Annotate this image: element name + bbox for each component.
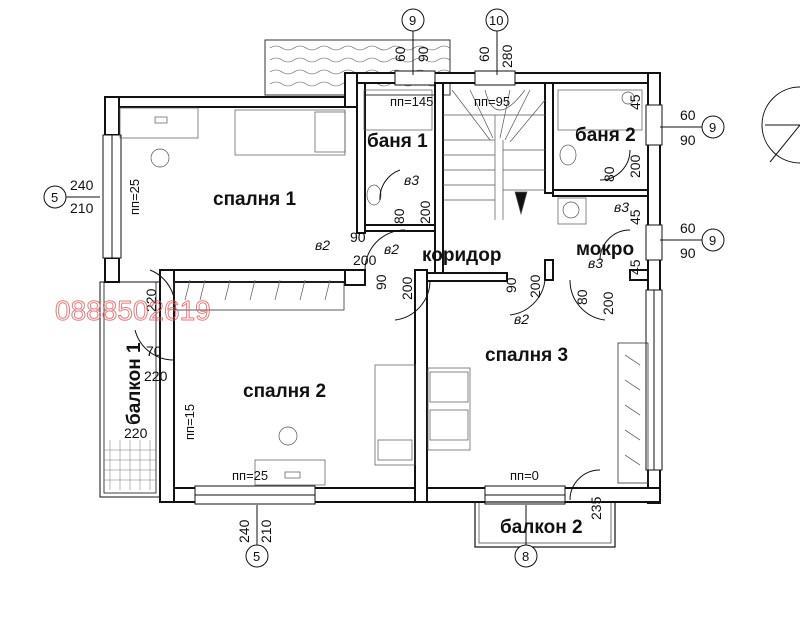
- label-bath-1: баня 1: [367, 131, 428, 152]
- level-bedroom-1: пп=25: [127, 179, 142, 215]
- dim-v2-90: 90: [350, 229, 366, 245]
- axis-markers: [43, 8, 800, 568]
- furniture: [119, 89, 643, 486]
- dim-corridor-90: 90: [503, 277, 519, 293]
- windows: [102, 70, 663, 505]
- interior-walls: [344, 82, 649, 286]
- dim-wet-45: 45: [627, 259, 643, 275]
- label-bedroom-2: спалня 2: [243, 381, 326, 402]
- dim-balcony1-220a: 220: [143, 288, 159, 312]
- dim-top-60b: 60: [476, 46, 492, 62]
- level-bath-1: пп=145: [390, 94, 433, 109]
- label-balcony-2: балкон 2: [500, 517, 583, 538]
- dim-bath2-45a: 45: [627, 94, 643, 110]
- wardrobe-hatch: [173, 279, 649, 484]
- dim-bottom-210: 210: [258, 519, 274, 543]
- axis-8: 8: [522, 549, 529, 564]
- door-swings: [134, 149, 631, 501]
- door-tag-v2-a: в2: [315, 237, 330, 253]
- level-stairs: пп=95: [474, 94, 510, 109]
- label-corridor: коридор: [422, 245, 501, 266]
- dim-wet-200: 200: [600, 291, 616, 315]
- dim-right-60a: 60: [680, 107, 696, 123]
- label-bedroom-1: спалня 1: [213, 189, 297, 210]
- dim-wet-80: 80: [574, 289, 590, 305]
- dim-top-60a: 60: [392, 46, 408, 62]
- door-tag-v3-bath2: в3: [614, 199, 629, 215]
- axis-9-top: 9: [409, 13, 416, 28]
- dim-v2-200b: 200: [399, 276, 415, 300]
- dim-v2-200a: 200: [353, 252, 377, 268]
- axis-9-right-2: 9: [709, 233, 716, 248]
- door-tag-v3-bath1: в3: [404, 172, 419, 188]
- staircase: [443, 89, 546, 220]
- dim-corridor-200: 200: [527, 274, 543, 298]
- dim-right-60b: 60: [680, 220, 696, 236]
- dim-bath2-45b: 45: [627, 209, 643, 225]
- phone-watermark: 0888502619: [55, 295, 211, 326]
- dim-bath2-200: 200: [627, 154, 643, 178]
- dim-top-90: 90: [415, 46, 431, 62]
- label-bath-2: баня 2: [575, 125, 636, 146]
- dim-left-240: 240: [70, 177, 94, 193]
- dim-balcony1-70: 70: [146, 343, 162, 359]
- label-wet-area: мокро: [576, 239, 634, 260]
- level-bedroom-2: пп=25: [232, 468, 268, 483]
- dim-right-90a: 90: [680, 132, 696, 148]
- level-bedroom-3: пп=0: [510, 468, 539, 483]
- dim-balcony1-220b: 220: [144, 368, 168, 384]
- axis-10: 10: [489, 13, 503, 28]
- dim-bath1-80: 80: [391, 208, 407, 224]
- axis-5-bottom: 5: [253, 549, 260, 564]
- door-tag-v2-b: в2: [384, 241, 399, 257]
- door-tag-v3-wet: в3: [588, 255, 603, 271]
- dim-v2-90b: 90: [373, 274, 389, 290]
- dim-bottom-240: 240: [236, 519, 252, 543]
- dim-top-280: 280: [499, 44, 515, 68]
- dim-bath2-80: 80: [601, 166, 617, 182]
- axis-9-right-1: 9: [709, 120, 716, 135]
- axis-5-left: 5: [51, 190, 58, 205]
- balcony-2-area: [474, 501, 616, 548]
- dim-bath1-200: 200: [417, 200, 433, 224]
- label-bedroom-3: спалня 3: [485, 345, 568, 366]
- door-tag-v2-c: в2: [514, 311, 529, 327]
- level-balcony-1: пп=15: [182, 404, 197, 440]
- balcony-1-area: [99, 281, 161, 498]
- label-balcony-1: балкон 1: [124, 342, 145, 425]
- dim-balcony1-220c: 220: [124, 425, 148, 441]
- dim-right-90b: 90: [680, 245, 696, 261]
- dim-left-210: 210: [70, 200, 94, 216]
- dim-balcony2-235: 235: [588, 496, 604, 520]
